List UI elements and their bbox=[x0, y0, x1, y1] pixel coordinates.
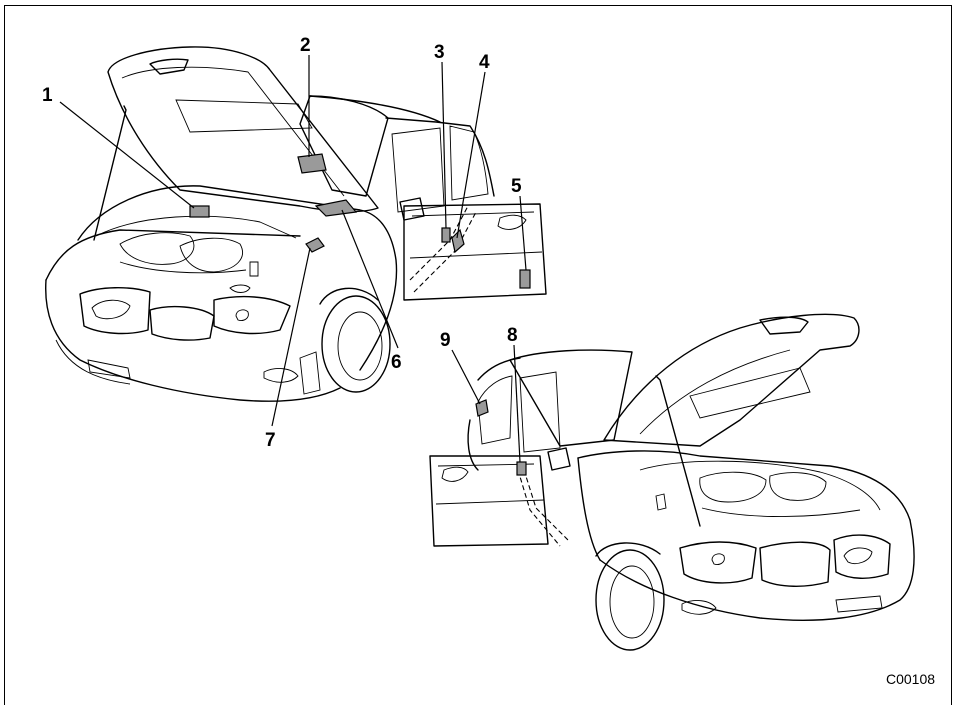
leader-line-6 bbox=[341, 209, 399, 349]
label-patch-7 bbox=[305, 237, 325, 253]
leader-line-3 bbox=[441, 61, 447, 229]
callout-4: 4 bbox=[479, 52, 490, 73]
callout-6: 6 bbox=[391, 352, 402, 373]
callout-numbers: 1 2 3 4 5 6 7 8 9 bbox=[42, 35, 522, 451]
label-patch-9 bbox=[475, 399, 489, 417]
label-patch-6 bbox=[314, 199, 358, 217]
callout-1: 1 bbox=[42, 85, 53, 106]
figure-code: C00108 bbox=[886, 671, 935, 687]
leader-lines bbox=[59, 55, 527, 463]
callout-2: 2 bbox=[300, 35, 311, 56]
label-patch-5 bbox=[519, 269, 531, 289]
callout-9: 9 bbox=[440, 330, 451, 351]
car-front-right-view bbox=[429, 313, 915, 651]
leader-line-8 bbox=[513, 344, 521, 463]
label-patch-1 bbox=[189, 205, 210, 218]
label-patches bbox=[189, 153, 531, 476]
leader-line-4 bbox=[456, 71, 486, 239]
leader-line-9 bbox=[451, 349, 481, 405]
leader-line-1 bbox=[59, 101, 195, 209]
callout-5: 5 bbox=[511, 176, 522, 197]
label-patch-8 bbox=[516, 461, 527, 476]
leader-line-7 bbox=[271, 247, 311, 427]
car-front-left-view bbox=[45, 46, 547, 402]
callout-8: 8 bbox=[507, 325, 518, 346]
figure-frame bbox=[4, 5, 952, 705]
label-patch-2 bbox=[297, 153, 327, 174]
leader-line-5 bbox=[519, 195, 527, 271]
callout-7: 7 bbox=[265, 430, 276, 451]
callout-3: 3 bbox=[434, 42, 445, 63]
label-patch-3 bbox=[441, 227, 451, 243]
